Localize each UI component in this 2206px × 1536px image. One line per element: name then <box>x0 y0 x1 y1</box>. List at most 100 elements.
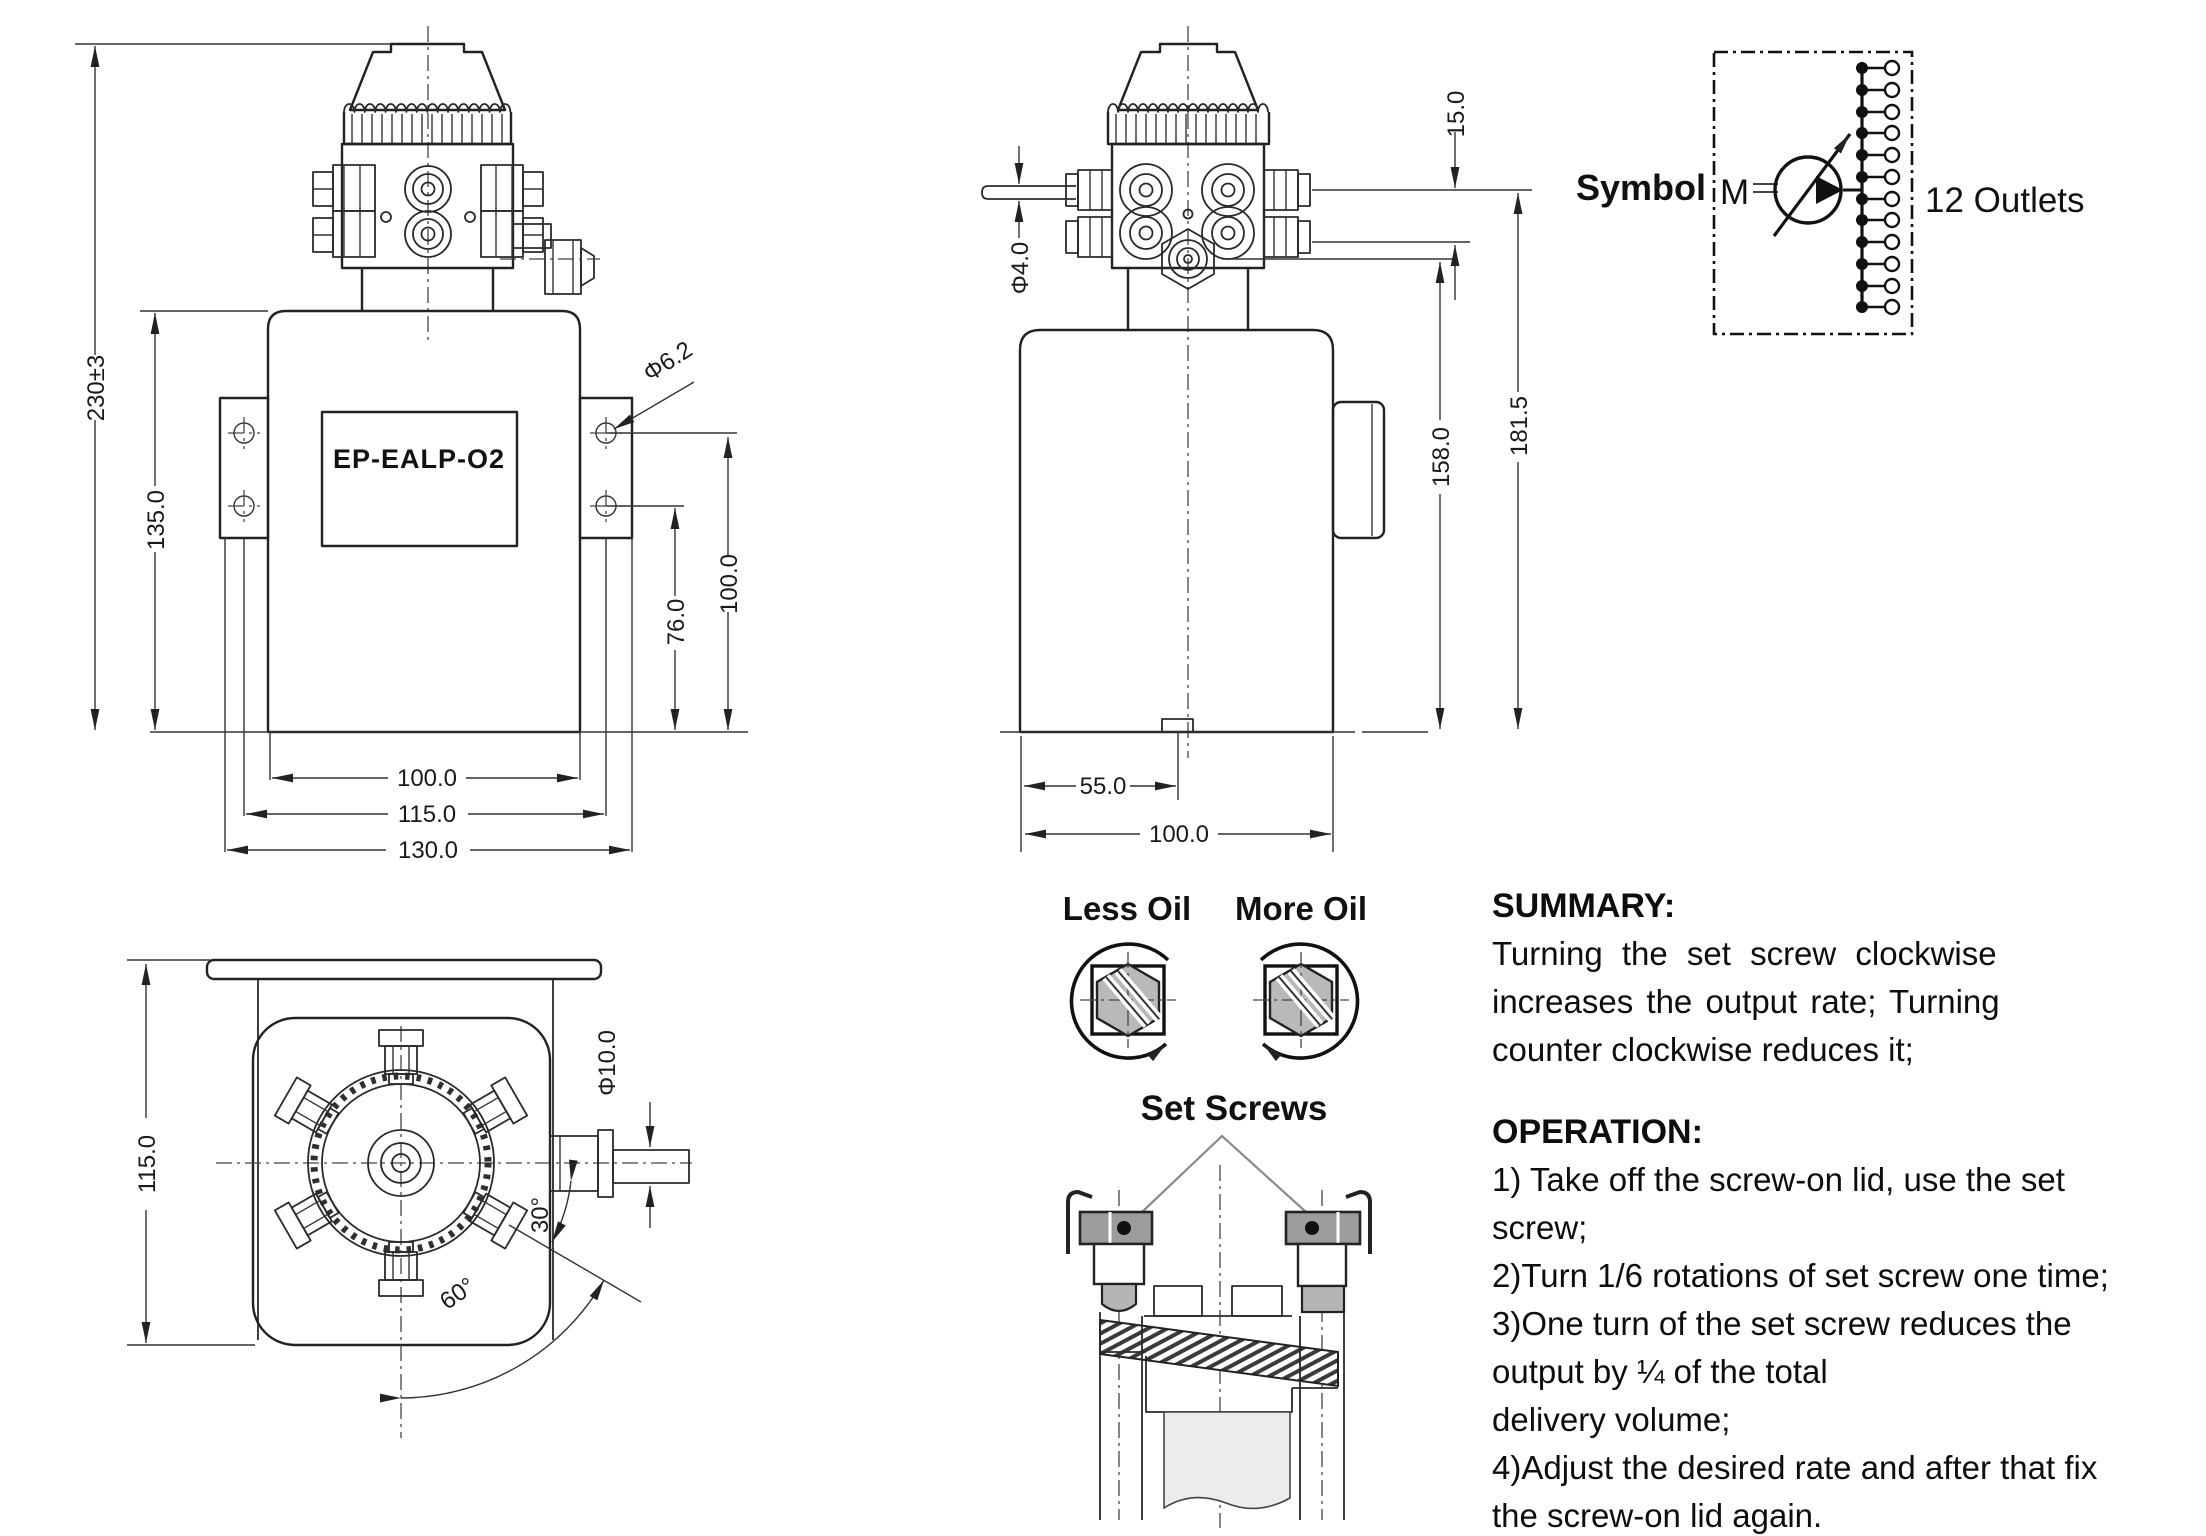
operation-line: 2)Turn 1/6 rotations of set screw one ti… <box>1492 1257 2109 1294</box>
right-screw-tip <box>1300 1284 1346 1314</box>
svg-text:181.5: 181.5 <box>1506 396 1533 456</box>
side-cap <box>1116 42 1260 112</box>
dim-depth-inner: 55.0 <box>1024 773 1176 800</box>
summary-block: SUMMARY: Turning the set screw clockwise… <box>1492 882 2206 1074</box>
top-center-rings <box>367 1129 435 1197</box>
more-oil-screw <box>1253 942 1360 1062</box>
front-cap <box>348 42 507 112</box>
symbol-title: Symbol <box>1576 167 1706 208</box>
pointer-lines <box>1141 1134 1307 1213</box>
variable-arrow <box>1772 133 1852 237</box>
svg-text:100.0: 100.0 <box>397 765 457 792</box>
front-neck <box>360 268 495 311</box>
part-label-box <box>320 410 519 548</box>
right-screw-head <box>1284 1210 1362 1246</box>
dim-body-height: 135.0 <box>140 310 268 730</box>
front-knurl-scallops <box>343 103 512 113</box>
dim-inlet-height: 181.5 <box>1506 193 1533 729</box>
front-head-block <box>340 142 515 270</box>
side-bottom-hex-fitting <box>1161 228 1215 290</box>
right-clip <box>1345 1189 1372 1254</box>
side-right-fittings <box>1263 169 1311 258</box>
summary-line: Turning the set screw clockwise <box>1492 935 1997 972</box>
svg-text:Φ6.2: Φ6.2 <box>639 336 698 387</box>
right-screw-body <box>1296 1242 1348 1288</box>
section-core <box>1163 1411 1291 1510</box>
left-screw-body <box>1092 1242 1146 1286</box>
top-flange <box>205 958 603 981</box>
set-screws-detail: Less Oil More Oil Set Screws <box>1063 890 1367 1213</box>
side-block <box>1331 400 1386 540</box>
svg-text:76.0: 76.0 <box>663 599 690 646</box>
outlet-ports <box>1856 59 1901 316</box>
front-view: EP-EALP-O2 <box>75 26 748 864</box>
operation-line: 4)Adjust the desired rate and after that… <box>1492 1449 2098 1486</box>
svg-text:30°: 30° <box>527 1197 554 1233</box>
side-view: Φ4.0 15.0 158.0 181.5 55.0 <box>981 26 1533 852</box>
dim-hole-heights: 100.0 76.0 <box>606 432 743 730</box>
side-inlet-pipe <box>981 185 1076 200</box>
left-clip <box>1066 1189 1093 1254</box>
svg-text:115.0: 115.0 <box>398 801 456 828</box>
svg-text:100.0: 100.0 <box>1149 821 1209 848</box>
dim-inlet-dia: Φ4.0 <box>1007 146 1034 294</box>
set-screws-label: Set Screws <box>1141 1089 1328 1128</box>
section-pipes <box>1099 1312 1345 1520</box>
ccw-arrow <box>1069 942 1170 1062</box>
dim-angle-ports: 60° <box>379 1224 642 1403</box>
svg-text:135.0: 135.0 <box>143 490 170 550</box>
side-neck <box>1126 268 1250 330</box>
top-view: Φ10.0 30° 60° 115.0 <box>127 958 692 1438</box>
side-left-fittings <box>1065 169 1113 258</box>
svg-text:230±3: 230±3 <box>83 355 110 422</box>
svg-text:130.0: 130.0 <box>398 837 458 864</box>
left-screw-tip <box>1100 1282 1138 1313</box>
front-right-fittings <box>480 164 544 258</box>
right-screw-dot <box>1305 1221 1319 1235</box>
top-crosshair <box>216 1026 692 1438</box>
side-ext-lines <box>1222 189 1532 260</box>
top-bracket-edges <box>257 979 554 1340</box>
side-knurl-scallops <box>1107 103 1269 113</box>
dim-total-height: 230±3 <box>75 43 391 730</box>
top-gear-teeth <box>310 1072 492 1254</box>
top-fittings <box>273 1029 529 1297</box>
dim-depth-outer: 100.0 <box>1025 821 1331 848</box>
less-oil-label: Less Oil <box>1063 890 1191 927</box>
svg-text:100.0: 100.0 <box>716 554 743 614</box>
part-label: EP-EALP-O2 <box>333 444 505 474</box>
worm-band <box>1099 1318 1339 1388</box>
cross-section <box>1066 1165 1372 1528</box>
front-knurl-ridges <box>351 114 503 143</box>
symbol-diagram: Symbol M 12 Outlets <box>1576 50 2085 336</box>
section-tabs <box>1144 1285 1292 1317</box>
motor-label: M <box>1720 173 1749 212</box>
svg-text:158.0: 158.0 <box>1428 427 1455 487</box>
svg-text:15.0: 15.0 <box>1443 91 1470 138</box>
svg-text:55.0: 55.0 <box>1080 773 1127 800</box>
svg-text:60°: 60° <box>435 1272 480 1315</box>
operation-line: the screw-on lid again. <box>1492 1497 1823 1534</box>
side-knurl-ridges <box>1115 114 1257 143</box>
summary-heading: SUMMARY: <box>1492 887 1676 925</box>
dim-hole-dia: Φ6.2 <box>613 336 698 430</box>
dim-angle-pipe: 30° <box>527 1159 578 1243</box>
dim-widths: 100.0 115.0 130.0 <box>224 538 633 864</box>
front-left-fittings <box>312 164 376 258</box>
left-screw-dot <box>1117 1221 1131 1235</box>
operation-heading: OPERATION: <box>1492 1113 1703 1151</box>
less-oil-screw <box>1069 942 1176 1062</box>
svg-text:115.0: 115.0 <box>134 1135 161 1193</box>
left-screw-head <box>1078 1210 1154 1246</box>
operation-line: 3)One turn of the set screw reduces the <box>1492 1305 2072 1342</box>
cw-arrow <box>1259 942 1360 1062</box>
side-body <box>1018 328 1335 734</box>
operation-line: screw; <box>1492 1209 1588 1246</box>
summary-line: increases the output rate; Turning <box>1492 983 2000 1020</box>
more-oil-label: More Oil <box>1235 890 1367 927</box>
operation-line: delivery volume; <box>1492 1401 1731 1438</box>
operation-block: OPERATION: 1) Take off the screw-on lid,… <box>1492 1108 2206 1536</box>
symbol-box <box>1712 50 1914 336</box>
operation-line: 1) Take off the screw-on lid, use the se… <box>1492 1161 2065 1198</box>
